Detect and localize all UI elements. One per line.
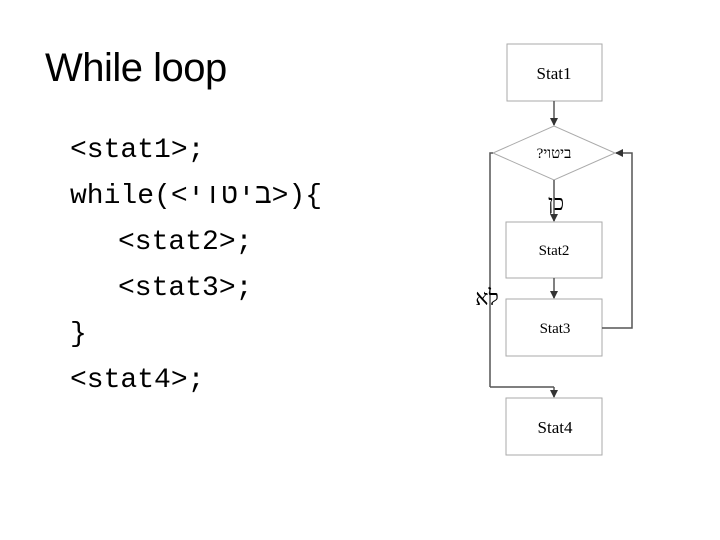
code-line-stat4: <stat4>; bbox=[70, 365, 205, 396]
no-label: לא bbox=[475, 285, 499, 310]
code-line-stat1: <stat1>; bbox=[70, 135, 205, 166]
code-line-close-brace: } bbox=[70, 319, 87, 350]
code-line-stat3: <stat3>; bbox=[118, 273, 253, 304]
while-keyword: while(< bbox=[70, 181, 188, 212]
code-line-while: while(<ביטוי>){ bbox=[70, 174, 322, 220]
code-block: <stat1>; while(<ביטוי>){ <stat2>; <stat3… bbox=[70, 128, 322, 404]
stat3-label: Stat3 bbox=[540, 321, 571, 337]
stat2-label: Stat2 bbox=[539, 243, 570, 259]
stat1-label: Stat1 bbox=[537, 64, 572, 83]
condition-label: ביטוי? bbox=[537, 146, 572, 162]
stat4-box bbox=[505, 397, 603, 456]
slide-title: While loop bbox=[45, 46, 227, 90]
stat1-box bbox=[506, 43, 603, 102]
code-line-stat2: <stat2>; bbox=[118, 227, 253, 258]
while-open-brace: >){ bbox=[271, 181, 323, 212]
yes-label: כן bbox=[548, 190, 564, 215]
edge-loop-back bbox=[602, 149, 633, 329]
stat4-label: Stat4 bbox=[538, 418, 573, 437]
while-condition-text: ביטוי bbox=[187, 181, 272, 212]
edge-condition-no bbox=[489, 152, 493, 387]
stat3-box bbox=[505, 298, 603, 357]
